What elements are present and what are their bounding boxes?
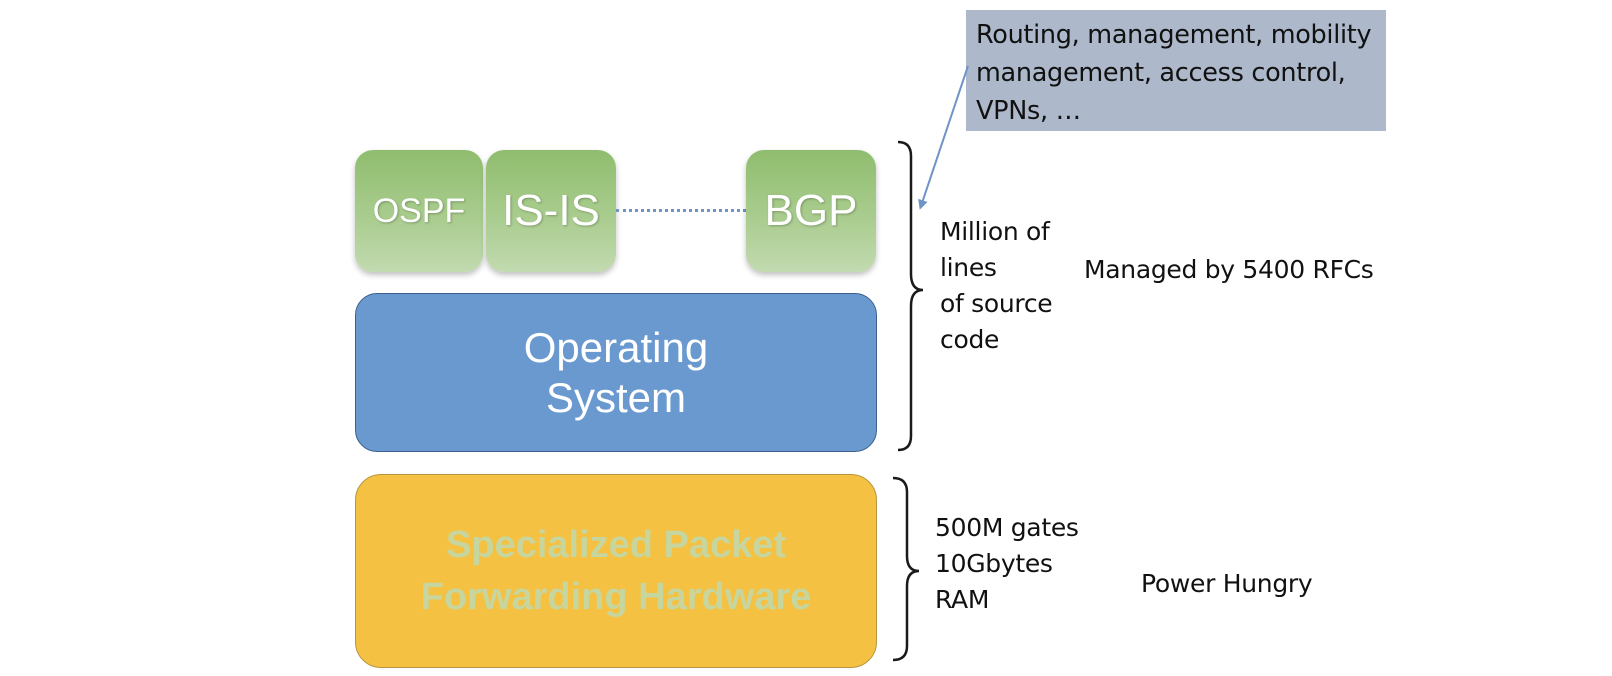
hardware-label-line-2: Forwarding Hardware — [420, 576, 812, 618]
hardware-box: Specialized Packet Forwarding Hardware — [355, 474, 877, 668]
bgp-box: BGP — [746, 150, 876, 272]
power-annotation: Power Hungry — [1141, 569, 1313, 598]
source-code-line-1: Million of — [940, 217, 1050, 246]
bgp-label: BGP — [764, 186, 858, 235]
callout-line-2: management, access control, — [976, 58, 1346, 88]
hardware-specs-annotation: 500M gates 10Gbytes RAM — [935, 510, 1079, 618]
isis-box: IS-IS — [486, 150, 616, 272]
isis-label: IS-IS — [502, 186, 600, 235]
hardware-brace — [892, 476, 920, 662]
source-code-line-3: of source — [940, 289, 1053, 318]
hardware-spec-line-3: RAM — [935, 585, 990, 614]
source-code-line-2: lines — [940, 253, 997, 282]
ospf-box: OSPF — [355, 150, 483, 272]
software-brace — [897, 140, 924, 452]
ospf-label: OSPF — [372, 191, 466, 230]
hardware-spec-line-2: 10Gbytes — [935, 549, 1053, 578]
os-label-line-1: Operating — [523, 323, 709, 371]
protocol-ellipsis-connector — [616, 209, 746, 212]
hardware-label-line-1: Specialized Packet — [445, 524, 787, 566]
operating-system-box: Operating System — [355, 293, 877, 452]
source-code-annotation: Million of lines of source code — [940, 214, 1053, 358]
source-code-line-4: code — [940, 325, 1000, 354]
rfc-annotation: Managed by 5400 RFCs — [1084, 255, 1374, 284]
hardware-spec-line-1: 500M gates — [935, 513, 1079, 542]
callout-box: Routing, management, mobility management… — [966, 10, 1386, 131]
callout-line-1: Routing, management, mobility — [976, 20, 1372, 50]
os-label-line-2: System — [545, 373, 687, 421]
callout-arrow — [918, 65, 969, 210]
callout-line-3: VPNs, … — [976, 96, 1081, 126]
